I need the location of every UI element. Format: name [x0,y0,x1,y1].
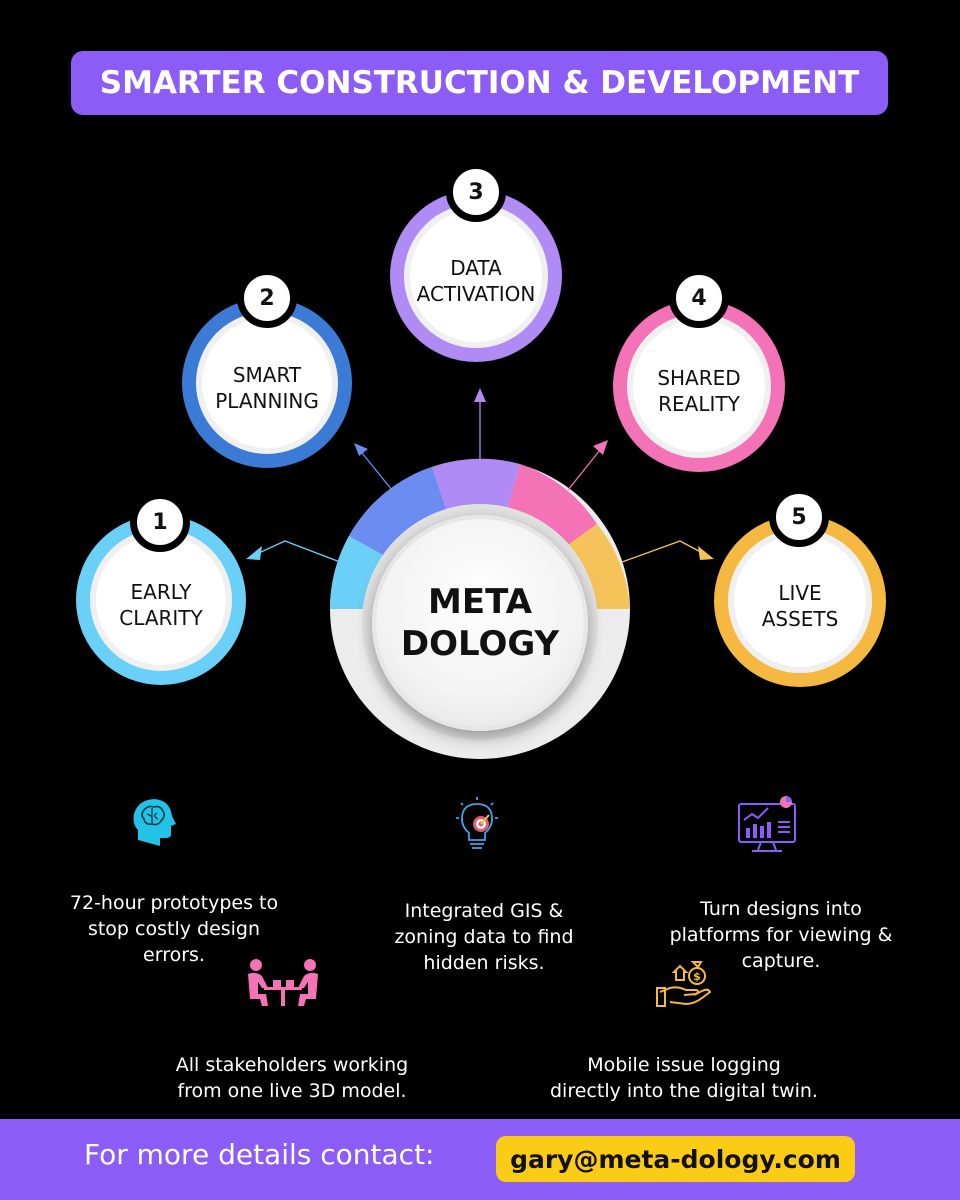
title-banner: SMARTER CONSTRUCTION & DEVELOPMENT [71,51,888,115]
step-number-4: 4 [669,268,729,328]
description-5: Mobile issue logging directly into the d… [514,1026,854,1104]
contact-email-link[interactable]: gary@meta-dology.com [496,1136,855,1182]
page-title: SMARTER CONSTRUCTION & DEVELOPMENT [99,65,860,101]
footer-contact-text: For more details contact: [84,1138,435,1171]
description-text-3: Turn designs into platforms for viewing … [669,898,893,972]
description-text-2: Integrated GIS & zoning data to find hid… [394,900,574,974]
center-hub: META DOLOGY [372,515,588,731]
arrow-to-step-1 [249,540,341,563]
step-number-2: 2 [237,268,297,328]
description-text-4: All stakeholders working from one live 3… [175,1054,409,1102]
meeting-people-icon [248,959,318,1006]
hand-money-icon: $ [656,961,712,1007]
step-label-2: SMART PLANNING [215,363,319,413]
step-label-4: SHARED REALITY [657,366,741,416]
description-text-5: Mobile issue logging directly into the d… [550,1054,818,1102]
contact-email-text: gary@meta-dology.com [510,1144,841,1174]
arrow-head-5 [698,546,714,560]
description-3: Turn designs into platforms for viewing … [638,870,924,974]
description-2: Integrated GIS & zoning data to find hid… [348,872,620,976]
step-number-1: 1 [130,492,190,552]
bulb-target-icon [456,797,498,849]
arrow-to-step-4 [567,444,605,491]
description-4: All stakeholders working from one live 3… [134,1026,450,1104]
step-number-text-3: 3 [468,179,484,205]
step-label-1: EARLY CLARITY [119,580,203,630]
arrow-head-3 [474,388,486,402]
brain-head-icon [133,799,176,846]
step-label-3: DATA ACTIVATION [416,256,536,306]
step-number-3: 3 [446,162,506,222]
description-text-1: 72-hour prototypes to stop costly design… [69,892,279,966]
step-label-5: LIVE ASSETS [761,581,839,631]
arrow-head-4 [593,440,608,455]
svg-text:$: $ [693,970,701,983]
connector-arrows [246,388,714,563]
arrow-head-1 [246,546,262,560]
step-number-text-4: 4 [691,285,707,311]
step-number-text-5: 5 [791,504,807,530]
arrow-head-2 [354,443,368,456]
step-number-5: 5 [769,487,829,547]
step-number-text-1: 1 [152,509,168,535]
description-1: 72-hour prototypes to stop costly design… [38,864,310,968]
arrow-to-step-5 [621,540,711,563]
dashboard-monitor-icon [738,796,796,852]
center-label: META DOLOGY [400,582,560,664]
step-number-text-2: 2 [259,285,275,311]
arrow-to-step-2 [357,447,393,491]
